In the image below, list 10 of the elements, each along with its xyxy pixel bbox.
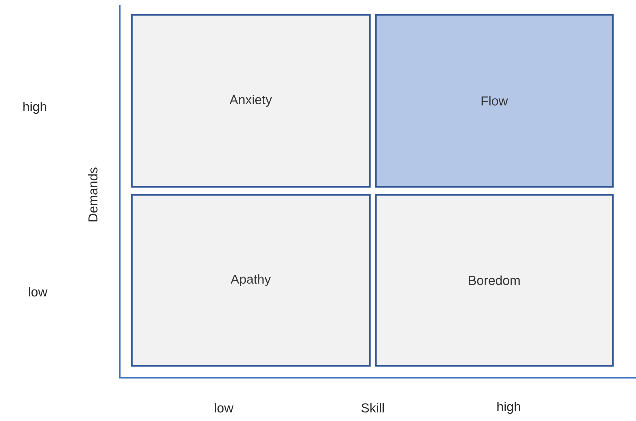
axis-tick-label: low bbox=[29, 287, 48, 297]
axis-tick-label: high bbox=[24, 102, 46, 114]
axis-title: Skill bbox=[362, 403, 384, 413]
axis-title: Demands bbox=[88, 168, 98, 222]
quadrant-box: Apathy bbox=[131, 194, 371, 367]
axis-tick-label: high bbox=[498, 402, 520, 414]
quadrant-box: Anxiety bbox=[131, 14, 371, 188]
quadrant-box: Flow bbox=[375, 14, 614, 188]
axis-tick-label: low bbox=[215, 403, 234, 413]
quadrant-box: Boredom bbox=[375, 194, 614, 367]
